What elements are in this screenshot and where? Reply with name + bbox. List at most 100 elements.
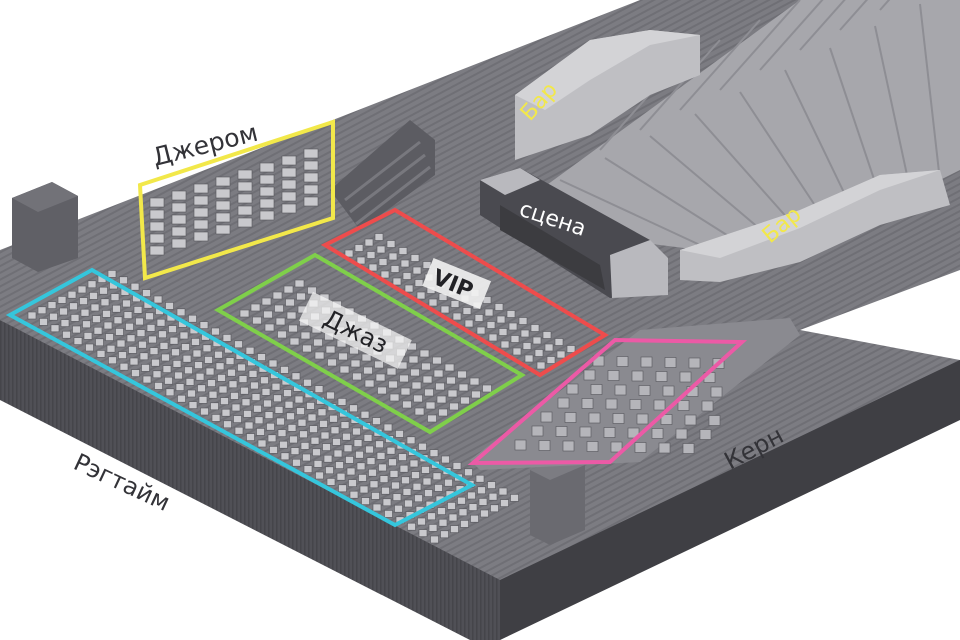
- seat: [300, 442, 310, 450]
- seat: [336, 472, 346, 481]
- seat: [284, 400, 294, 409]
- seat: [168, 325, 177, 333]
- seat: [444, 363, 455, 372]
- seat: [181, 343, 190, 351]
- seat: [287, 424, 297, 432]
- seat: [421, 466, 430, 474]
- seat: [363, 366, 373, 375]
- seat: [388, 252, 398, 261]
- seat: [372, 417, 381, 425]
- seat: [313, 338, 323, 347]
- seat: [171, 214, 187, 225]
- seat: [487, 481, 496, 489]
- seat: [138, 340, 147, 349]
- seat: [320, 431, 330, 440]
- seat: [522, 342, 532, 350]
- seat: [82, 320, 91, 329]
- seat: [416, 291, 426, 300]
- seat: [444, 478, 453, 487]
- seat: [368, 263, 378, 272]
- seat: [464, 319, 474, 328]
- seat: [259, 186, 275, 197]
- seat: [177, 394, 186, 403]
- seat: [701, 400, 714, 412]
- seat: [335, 461, 344, 469]
- seat: [314, 385, 324, 393]
- seat: [542, 331, 552, 339]
- seat: [171, 226, 187, 237]
- seat: [142, 289, 151, 297]
- seat: [478, 498, 488, 506]
- seat: [699, 429, 712, 440]
- seat: [299, 430, 308, 439]
- seat: [300, 331, 311, 340]
- seats-jerome: [149, 148, 319, 256]
- seat: [326, 391, 335, 400]
- seat: [142, 375, 152, 384]
- seat: [149, 347, 159, 355]
- seat: [638, 385, 651, 396]
- seat: [294, 395, 304, 404]
- seat: [283, 389, 292, 397]
- seat: [374, 360, 384, 369]
- seat: [230, 392, 239, 400]
- seat: [432, 472, 442, 481]
- seat: [433, 369, 444, 378]
- zone-jazz-outline[interactable]: [213, 252, 526, 435]
- seat: [149, 197, 165, 208]
- seat: [446, 376, 456, 385]
- seat: [202, 344, 212, 353]
- seat: [422, 375, 433, 384]
- seat: [346, 467, 356, 476]
- seat: [447, 389, 458, 398]
- seat: [386, 240, 396, 248]
- seat: [484, 308, 494, 317]
- seat: [555, 426, 568, 437]
- seat: [57, 296, 67, 304]
- zone-kern-outline[interactable]: [467, 337, 748, 466]
- grid-line: [559, 179, 701, 246]
- seat: [218, 385, 228, 394]
- seat: [250, 381, 259, 390]
- seat: [404, 499, 413, 508]
- seat: [534, 349, 544, 357]
- seat: [108, 356, 117, 365]
- seat: [411, 381, 422, 390]
- seat: [200, 407, 209, 416]
- zone-jerome-outline[interactable]: [137, 119, 335, 281]
- grid-line: [739, 91, 821, 214]
- seat: [544, 343, 554, 352]
- seat: [514, 439, 527, 451]
- seat: [107, 270, 117, 278]
- seat: [307, 286, 317, 295]
- seat: [425, 401, 436, 410]
- seat: [363, 434, 373, 442]
- seat: [156, 318, 166, 327]
- seat: [290, 447, 300, 455]
- seat: [302, 453, 311, 462]
- seat: [398, 453, 407, 461]
- seat: [148, 335, 157, 344]
- seat: [631, 370, 644, 382]
- zone-vip-outline[interactable]: [320, 207, 609, 378]
- seat: [432, 356, 442, 365]
- seat: [188, 401, 198, 409]
- seat: [233, 415, 242, 423]
- seat: [133, 306, 143, 314]
- seat: [325, 345, 336, 354]
- seat: [37, 306, 47, 315]
- seat: [581, 398, 594, 409]
- seat: [366, 251, 376, 259]
- seat: [540, 411, 553, 423]
- grid-line: [784, 69, 851, 206]
- grid-line: [839, 0, 869, 31]
- seat: [364, 238, 374, 247]
- zone-ragtime-outline[interactable]: [5, 267, 477, 528]
- seat: [406, 436, 416, 445]
- seat: [352, 372, 362, 381]
- seat: [263, 399, 272, 408]
- grid-line: [679, 19, 761, 111]
- seat: [410, 368, 420, 377]
- seat: [394, 504, 403, 513]
- stairs: [330, 120, 435, 230]
